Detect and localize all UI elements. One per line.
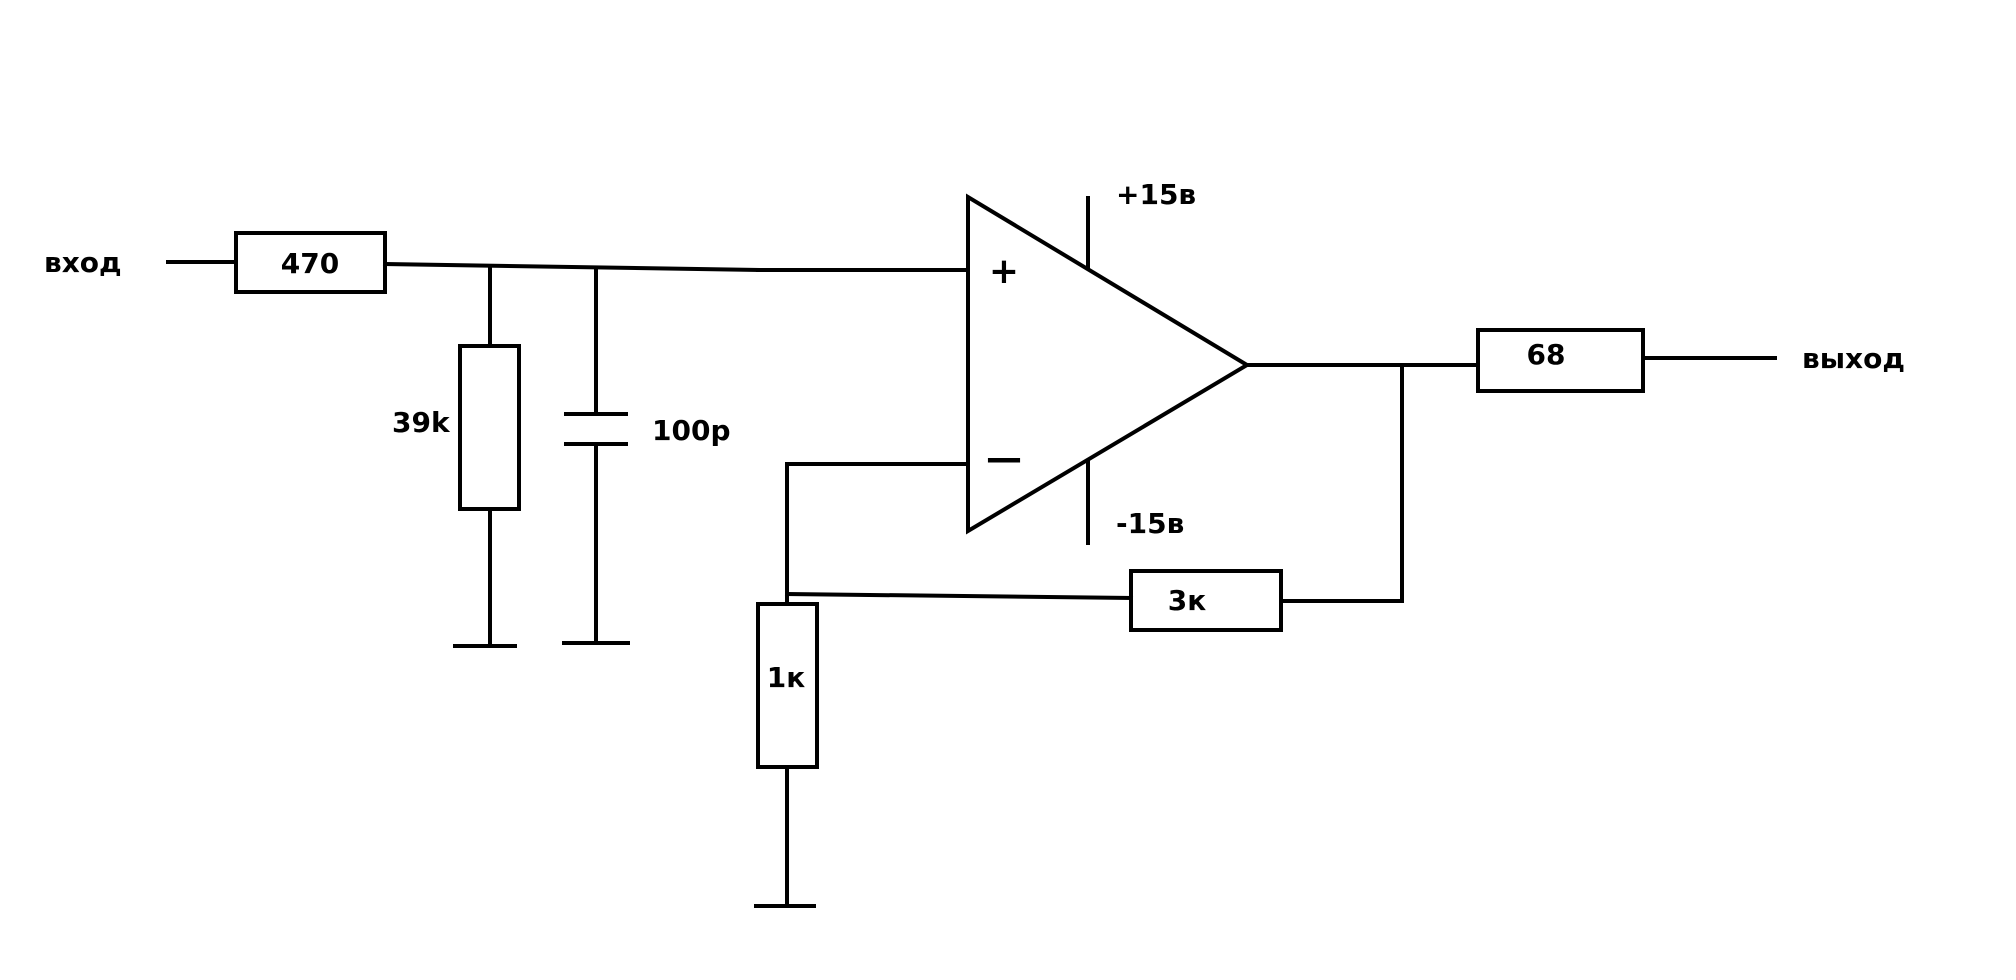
- resistor-output: 68: [1476, 328, 1645, 393]
- feedback-wire: [784, 591, 1134, 601]
- supply-negative-label: -15в: [1116, 507, 1184, 540]
- opamp-minus-sign: —: [986, 438, 1022, 479]
- resistor-feedback: 3к: [1129, 569, 1283, 632]
- opamp: [966, 193, 1251, 535]
- resistor-ground-label: 1к: [767, 661, 806, 694]
- capacitor-shunt: [562, 266, 630, 645]
- capacitor-shunt-label: 100p: [652, 414, 731, 447]
- output-label: выход: [1802, 342, 1905, 375]
- resistor-shunt: [453, 264, 521, 648]
- resistor-shunt-label: 39k: [392, 406, 451, 439]
- opamp-plus-sign: +: [989, 251, 1019, 292]
- resistor-output-label: 68: [1527, 338, 1566, 371]
- resistor-feedback-label: 3к: [1168, 584, 1207, 617]
- resistor-input-label: 470: [281, 247, 339, 280]
- resistor-input: 470: [234, 231, 387, 294]
- resistor-ground: 1к: [754, 602, 819, 908]
- wire-to-noninverting-input: [382, 261, 761, 273]
- supply-positive-label: +15в: [1116, 178, 1196, 211]
- input-label: вход: [44, 246, 122, 279]
